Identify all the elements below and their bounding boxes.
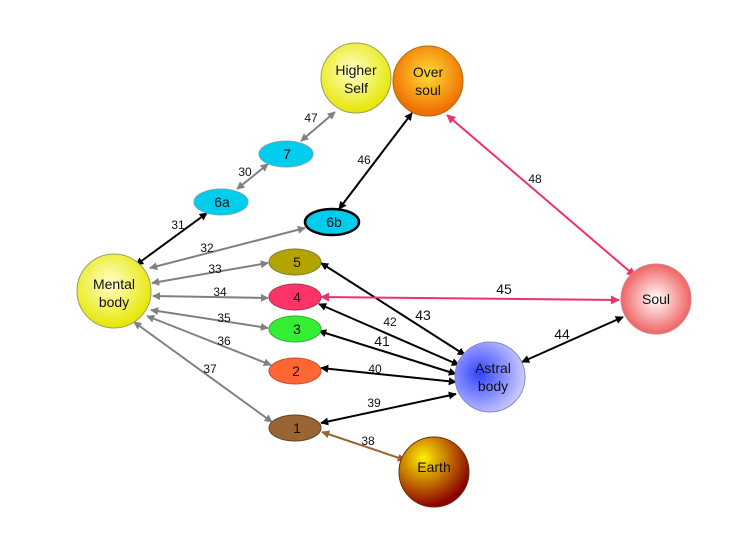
node-7-label: 7 (283, 146, 291, 162)
node-1-label: 1 (293, 420, 301, 436)
node-4[interactable]: 4 (268, 283, 322, 311)
edge-label-37: 37 (203, 362, 217, 376)
edge-47 (300, 111, 336, 142)
edge-44 (521, 316, 624, 363)
node-astral-body-label-2: body (478, 378, 508, 394)
node-mental-body[interactable]: Mental body (76, 253, 152, 329)
node-astral-body[interactable]: Astral body (454, 341, 526, 413)
edge-label-46: 46 (357, 153, 371, 167)
edge-label-44: 44 (554, 326, 570, 342)
node-2-label: 2 (292, 363, 300, 379)
node-soul[interactable]: Soul (620, 263, 692, 335)
node-3[interactable]: 3 (268, 315, 322, 343)
node-higher-self-label-2: Self (344, 80, 368, 96)
node-3-label: 3 (293, 321, 301, 337)
edge-33 (151, 260, 269, 286)
node-higher-self[interactable]: Higher Self (320, 42, 392, 114)
edge-48 (446, 114, 636, 277)
node-4-label: 4 (293, 289, 301, 305)
edge-label-41: 41 (374, 333, 390, 349)
edge-34 (152, 292, 269, 302)
edge-label-47: 47 (304, 111, 318, 125)
edge-45 (320, 292, 620, 305)
edge-37 (133, 321, 273, 423)
edge-label-42: 42 (383, 315, 397, 329)
edge-label-35: 35 (217, 311, 231, 325)
node-6a[interactable]: 6a (193, 188, 249, 216)
edge-label-30: 30 (238, 165, 252, 179)
node-5[interactable]: 5 (268, 248, 322, 276)
edge-label-40: 40 (368, 362, 382, 376)
edge-39 (320, 391, 457, 426)
edge-label-39: 39 (367, 396, 381, 410)
node-over-soul-label-2: soul (415, 82, 441, 98)
edge-43 (320, 262, 466, 356)
edge-40 (320, 364, 457, 386)
node-soul-label: Soul (642, 291, 670, 307)
edge-label-43: 43 (415, 307, 431, 323)
edge-label-48: 48 (528, 172, 542, 186)
edge-31 (135, 212, 208, 266)
node-6a-label: 6a (214, 194, 230, 210)
node-higher-self-label-1: Higher (335, 62, 377, 78)
node-over-soul[interactable]: Over soul (392, 45, 464, 117)
node-mental-body-label-2: body (99, 294, 129, 310)
node-earth[interactable]: Earth (398, 436, 470, 508)
edge-label-32: 32 (200, 241, 214, 255)
edge-label-31: 31 (171, 218, 185, 232)
node-earth-label: Earth (417, 459, 450, 475)
edge-36 (146, 314, 272, 367)
node-over-soul-label-1: Over (413, 64, 444, 80)
node-1[interactable]: 1 (268, 414, 322, 442)
edge-label-34: 34 (213, 285, 227, 299)
edge-38 (321, 430, 406, 462)
node-astral-body-label-1: Astral (475, 360, 511, 376)
edge-label-36: 36 (217, 334, 231, 348)
node-7[interactable]: 7 (258, 140, 314, 168)
node-mental-body-label-1: Mental (93, 276, 135, 292)
node-5-label: 5 (293, 254, 301, 270)
edge-label-45: 45 (496, 281, 512, 297)
node-6b[interactable]: 6b (303, 207, 361, 237)
edge-label-33: 33 (208, 262, 222, 276)
edge-label-38: 38 (361, 434, 375, 448)
edge-46 (338, 112, 413, 210)
node-6b-label: 6b (326, 214, 342, 230)
node-2[interactable]: 2 (268, 357, 322, 385)
edge-30 (236, 163, 269, 190)
